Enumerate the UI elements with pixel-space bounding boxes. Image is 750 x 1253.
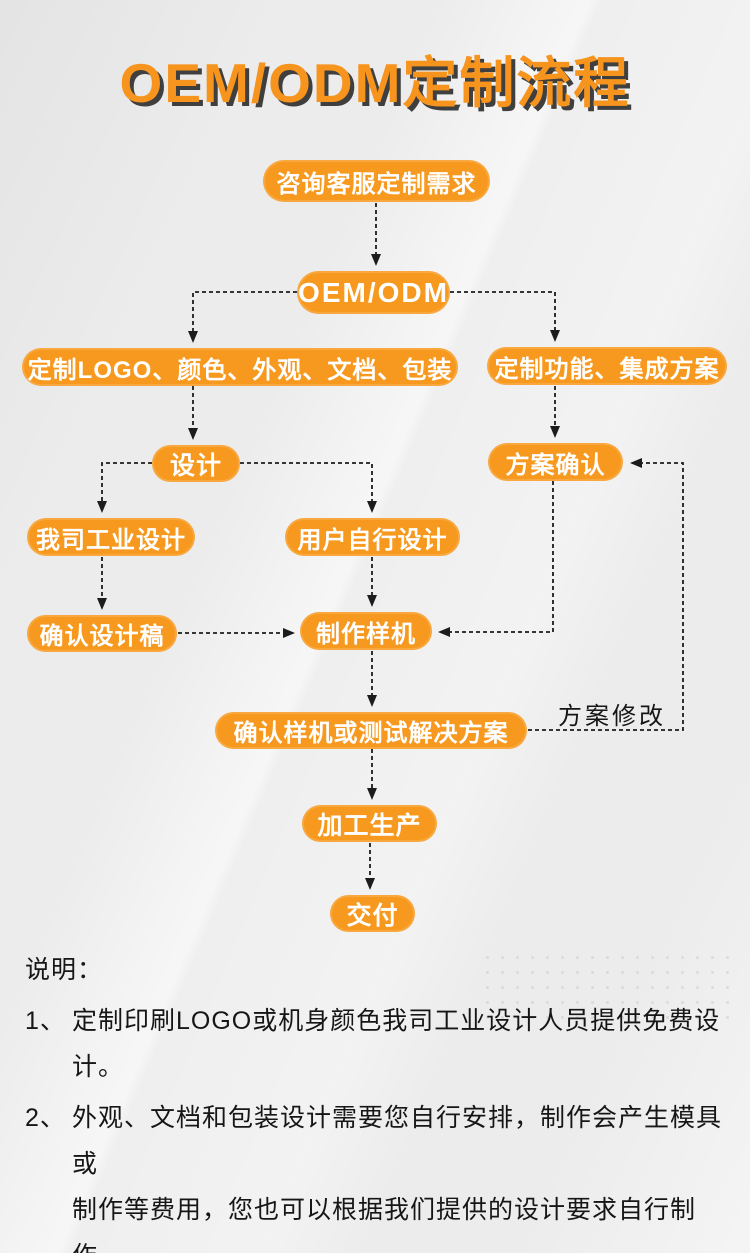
note-line: 外观、文档和包装设计需要您自行安排，制作会产生模具或 bbox=[72, 1104, 723, 1178]
flow-node-make-prototype: 制作样机 bbox=[300, 612, 432, 650]
flow-node-custom-appearance: 定制LOGO、颜色、外观、文档、包装 bbox=[22, 348, 458, 386]
edge-oem-to-custom-function bbox=[450, 291, 560, 342]
flow-node-production: 加工生产 bbox=[302, 805, 437, 842]
flow-node-consult: 咨询客服定制需求 bbox=[263, 160, 490, 202]
flow-node-oem-odm: OEM/ODM bbox=[297, 271, 450, 314]
note-item-2: 2、 外观、文档和包装设计需要您自行安排，制作会产生模具或 制作等费用，您也可以… bbox=[25, 1095, 730, 1253]
flow-node-delivery: 交付 bbox=[330, 895, 415, 932]
note-text: 外观、文档和包装设计需要您自行安排，制作会产生模具或 制作等费用，您也可以根据我… bbox=[72, 1095, 730, 1253]
edge-design-to-user-design bbox=[240, 462, 377, 513]
flow-node-design: 设计 bbox=[152, 445, 240, 482]
notes-heading: 说明： bbox=[25, 956, 104, 984]
note-text: 定制印刷LOGO或机身颜色我司工业设计人员提供免费设计。 bbox=[72, 998, 730, 1090]
flow-node-confirm-draft: 确认设计稿 bbox=[27, 615, 177, 652]
note-line: 定制印刷LOGO或机身颜色我司工业设计人员提供免费设计。 bbox=[72, 1007, 721, 1081]
flow-node-our-industrial-design: 我司工业设计 bbox=[27, 518, 195, 556]
edge-label-plan-revision: 方案修改 bbox=[558, 703, 666, 730]
notes-section: 说明： 1、 定制印刷LOGO或机身颜色我司工业设计人员提供免费设计。 2、 外… bbox=[25, 952, 730, 1253]
flow-node-user-self-design: 用户自行设计 bbox=[285, 518, 460, 556]
note-marker: 2、 bbox=[25, 1104, 66, 1132]
note-line: 制作等费用，您也可以根据我们提供的设计要求自行制作， bbox=[72, 1196, 697, 1253]
flow-node-custom-function: 定制功能、集成方案 bbox=[487, 347, 727, 385]
edge-oem-to-custom-appearance bbox=[188, 291, 297, 343]
edge-loop-plan-revision bbox=[528, 458, 684, 731]
flow-node-confirm-prototype: 确认样机或测试解决方案 bbox=[215, 712, 527, 749]
page-title: OEM/ODM定制流程 bbox=[119, 52, 631, 114]
edge-plan-confirm-to-prototype bbox=[438, 481, 554, 637]
note-item-1: 1、 定制印刷LOGO或机身颜色我司工业设计人员提供免费设计。 bbox=[25, 998, 730, 1090]
note-marker: 1、 bbox=[25, 1007, 66, 1035]
edge-design-to-our-design bbox=[97, 462, 152, 513]
flow-node-plan-confirm: 方案确认 bbox=[488, 443, 623, 481]
